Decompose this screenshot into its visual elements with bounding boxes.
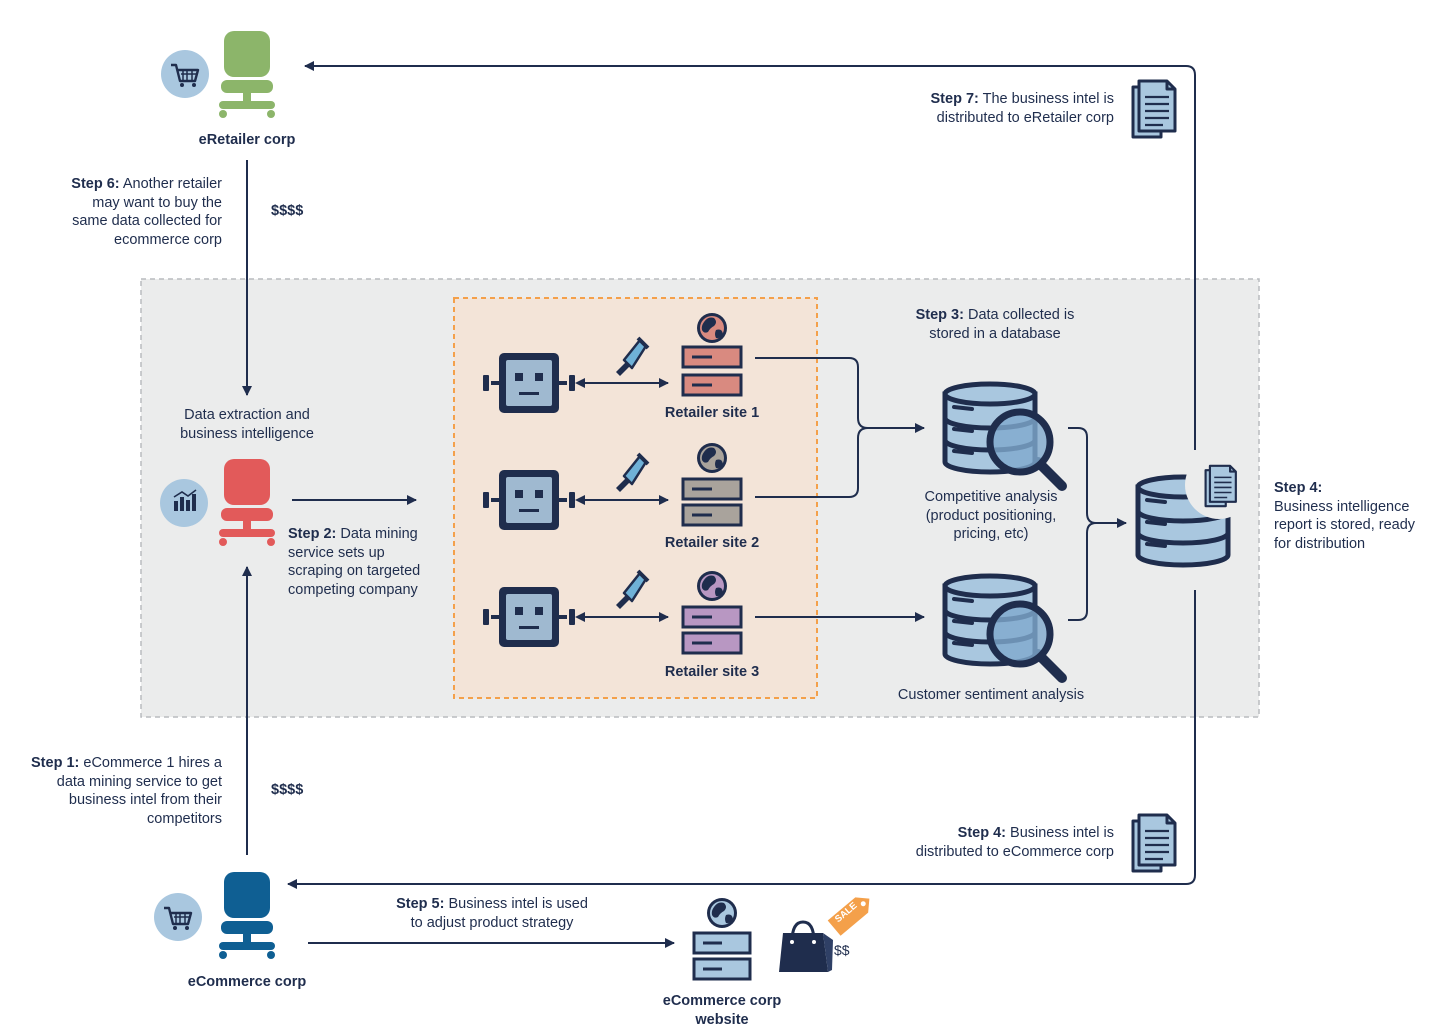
document-icon: [1131, 79, 1177, 139]
step4-distribution-arrow: [287, 590, 1196, 889]
connector-sentiment-bi: [1068, 518, 1127, 621]
chart-glyph: [173, 489, 197, 511]
retailer-server-3: [681, 571, 743, 655]
step1-text: Step 1: eCommerce 1 hires a data mining …: [31, 755, 222, 827]
step5-text: Step 5: Business intel is used to adjust…: [396, 896, 588, 931]
step3-text: Step 3: Data collected is stored in a da…: [915, 307, 1075, 342]
document-icon: [1131, 813, 1177, 873]
eretailer-label: eRetailer corp: [198, 132, 296, 148]
step7-arrow: [304, 61, 1196, 450]
step7-text: Step 7: The business intel is distribute…: [930, 91, 1115, 126]
connector-competitive-bi: [1068, 427, 1097, 524]
retailer-site-2-label: Retailer site 2: [664, 535, 760, 551]
payment-bottom: $$$$: [271, 782, 304, 798]
step2-text: Step 2: Data mining service sets up scra…: [288, 526, 421, 598]
sale-tag-icon: [827, 897, 870, 936]
competitive-analysis-label: Competitive analysis (product positionin…: [924, 489, 1058, 542]
document-icon: [1204, 464, 1237, 508]
chair-icon: [219, 459, 275, 546]
payment-top: $$$$: [271, 203, 304, 219]
retailer-server-2: [681, 443, 743, 527]
payment-website: $$: [834, 942, 850, 958]
step4-distribution-text: Step 4: Business intel is distributed to…: [915, 825, 1114, 860]
retailer-site-1-label: Retailer site 1: [664, 405, 760, 421]
step4-storage-text: Step 4: Business intelligence report is …: [1274, 480, 1416, 552]
retailer-site-3-label: Retailer site 3: [664, 664, 760, 680]
connector-retailer1-db: [755, 357, 925, 433]
chair-icon: [219, 31, 275, 118]
connector-retailer2-db: [755, 427, 869, 498]
sentiment-analysis-label: Customer sentiment analysis: [897, 687, 1085, 703]
shopping-bag-icon: [779, 920, 833, 972]
ecommerce-label: eCommerce corp: [187, 974, 307, 990]
bi-database-icon: [1138, 451, 1253, 565]
website-server-icon: [692, 898, 752, 981]
step6-text: Step 6: Another retailer may want to buy…: [71, 176, 222, 248]
chair-icon: [219, 872, 275, 959]
retailer-server-1: [681, 313, 743, 397]
